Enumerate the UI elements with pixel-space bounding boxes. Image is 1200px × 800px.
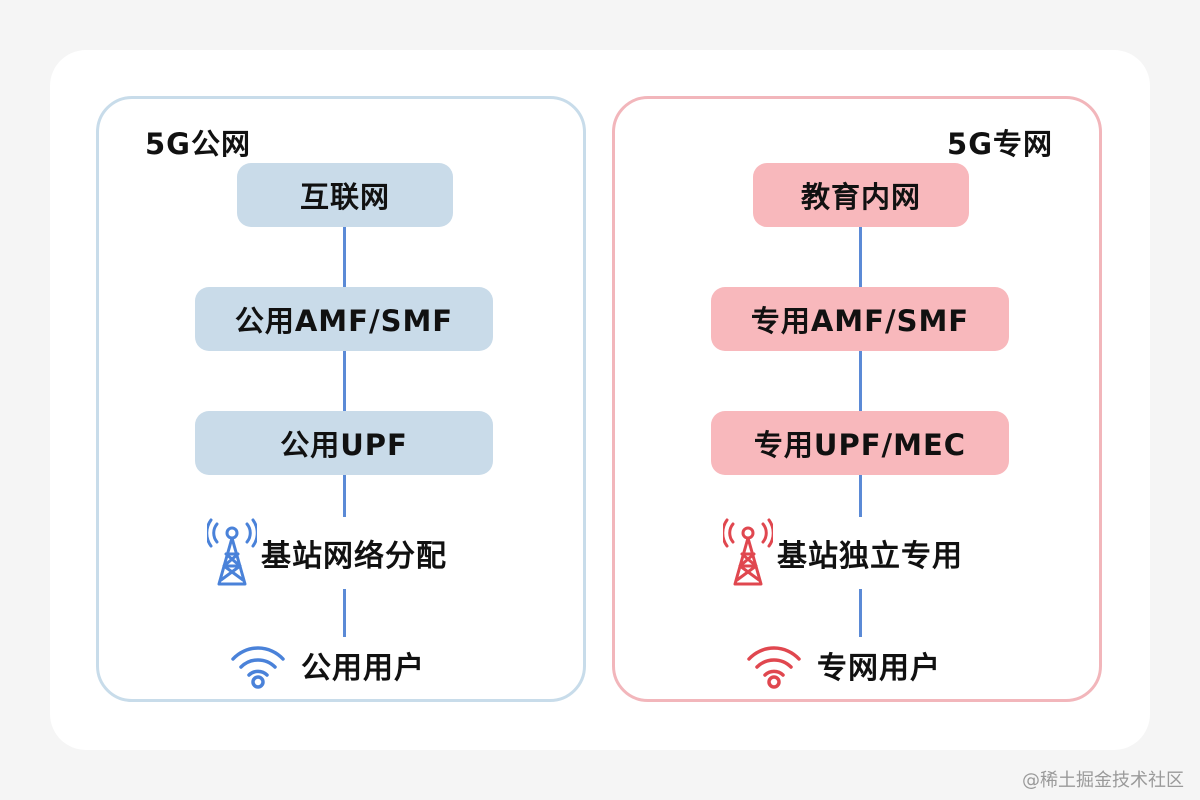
cell-tower-icon — [207, 518, 257, 586]
private-network-panel: 5G专网 教育内网 专用AMF/SMF 专用UPF/MEC 基站独立专用 — [612, 96, 1102, 702]
public-network-panel: 5G公网 互联网 公用AMF/SMF 公用UPF 基站网络分配 — [96, 96, 586, 702]
education-intranet-node: 教育内网 — [753, 163, 969, 227]
base-station: 基站独立专用 — [723, 517, 967, 589]
cell-tower-icon — [723, 518, 773, 586]
watermark: @稀土掘金技术社区 — [1022, 770, 1184, 791]
amf-smf-node: 公用AMF/SMF — [195, 287, 493, 351]
internet-node: 互联网 — [237, 163, 453, 227]
user-row: 专网用户 — [745, 637, 941, 693]
panel-title: 5G专网 — [947, 127, 1053, 161]
base-station-label: 基站网络分配 — [261, 539, 447, 574]
upf-mec-node: 专用UPF/MEC — [711, 411, 1009, 475]
panel-title: 5G公网 — [145, 127, 251, 161]
upf-node: 公用UPF — [195, 411, 493, 475]
user-row: 公用用户 — [229, 637, 425, 693]
amf-smf-node: 专用AMF/SMF — [711, 287, 1009, 351]
wifi-signal-icon — [747, 646, 801, 689]
user-label: 公用用户 — [301, 651, 425, 686]
base-station: 基站网络分配 — [207, 517, 451, 589]
wifi-signal-icon — [231, 646, 285, 689]
user-label: 专网用户 — [817, 651, 941, 686]
base-station-label: 基站独立专用 — [777, 539, 963, 574]
